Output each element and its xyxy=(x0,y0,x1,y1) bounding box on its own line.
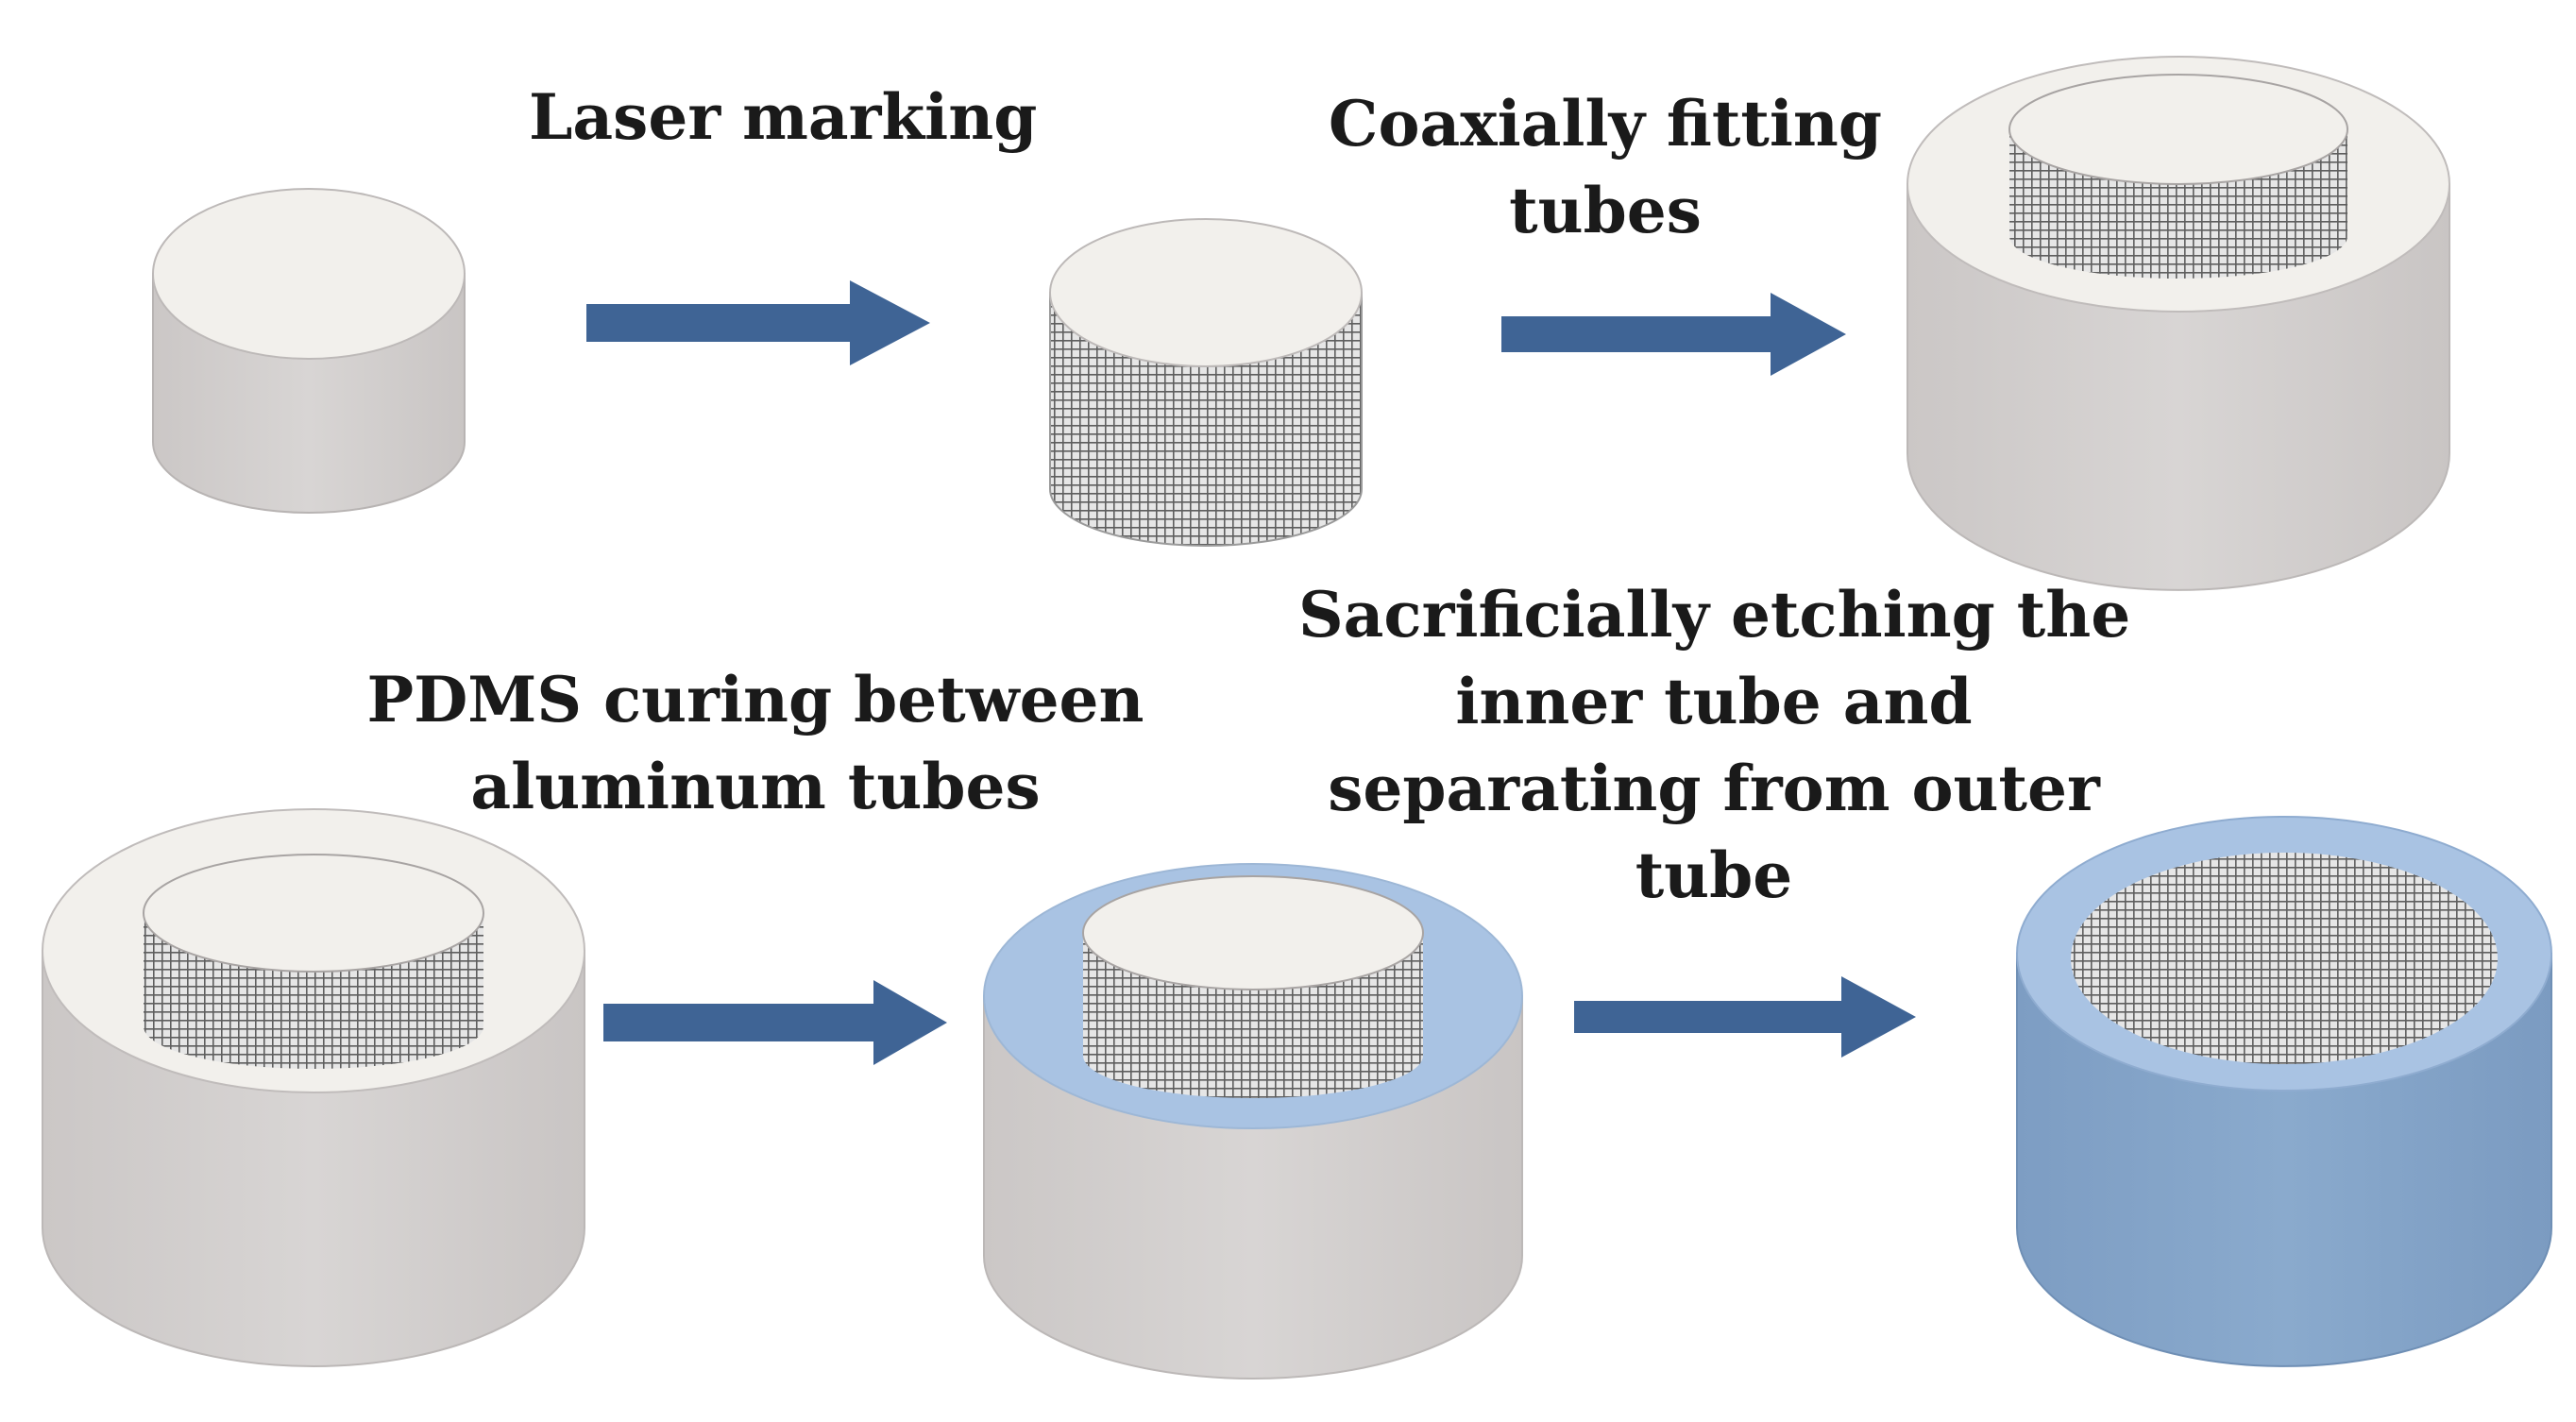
cured-pdms-assembly xyxy=(983,863,1523,1380)
step-label-sacrificial-etching: Sacrificially etching the inner tube and… xyxy=(1298,578,2131,912)
arrow-icon xyxy=(1501,293,1846,376)
arrow-icon xyxy=(1574,976,1916,1058)
arrow-icon xyxy=(603,980,947,1065)
laser-marked-inner-tube xyxy=(1049,218,1363,547)
step-label-pdms-curing: PDMS curing between aluminum tubes xyxy=(366,663,1144,823)
arrow-icon xyxy=(586,280,930,365)
pdms-curing-assembly xyxy=(42,808,585,1367)
pdms-tube-final xyxy=(2016,816,2552,1367)
coaxial-tube-assembly xyxy=(1907,56,2450,591)
step-label-laser-marking: Laser marking xyxy=(529,80,1038,154)
step-label-coaxially-fitting: Coaxially fitting tubes xyxy=(1328,87,1883,247)
plain-aluminum-cylinder xyxy=(152,188,466,514)
